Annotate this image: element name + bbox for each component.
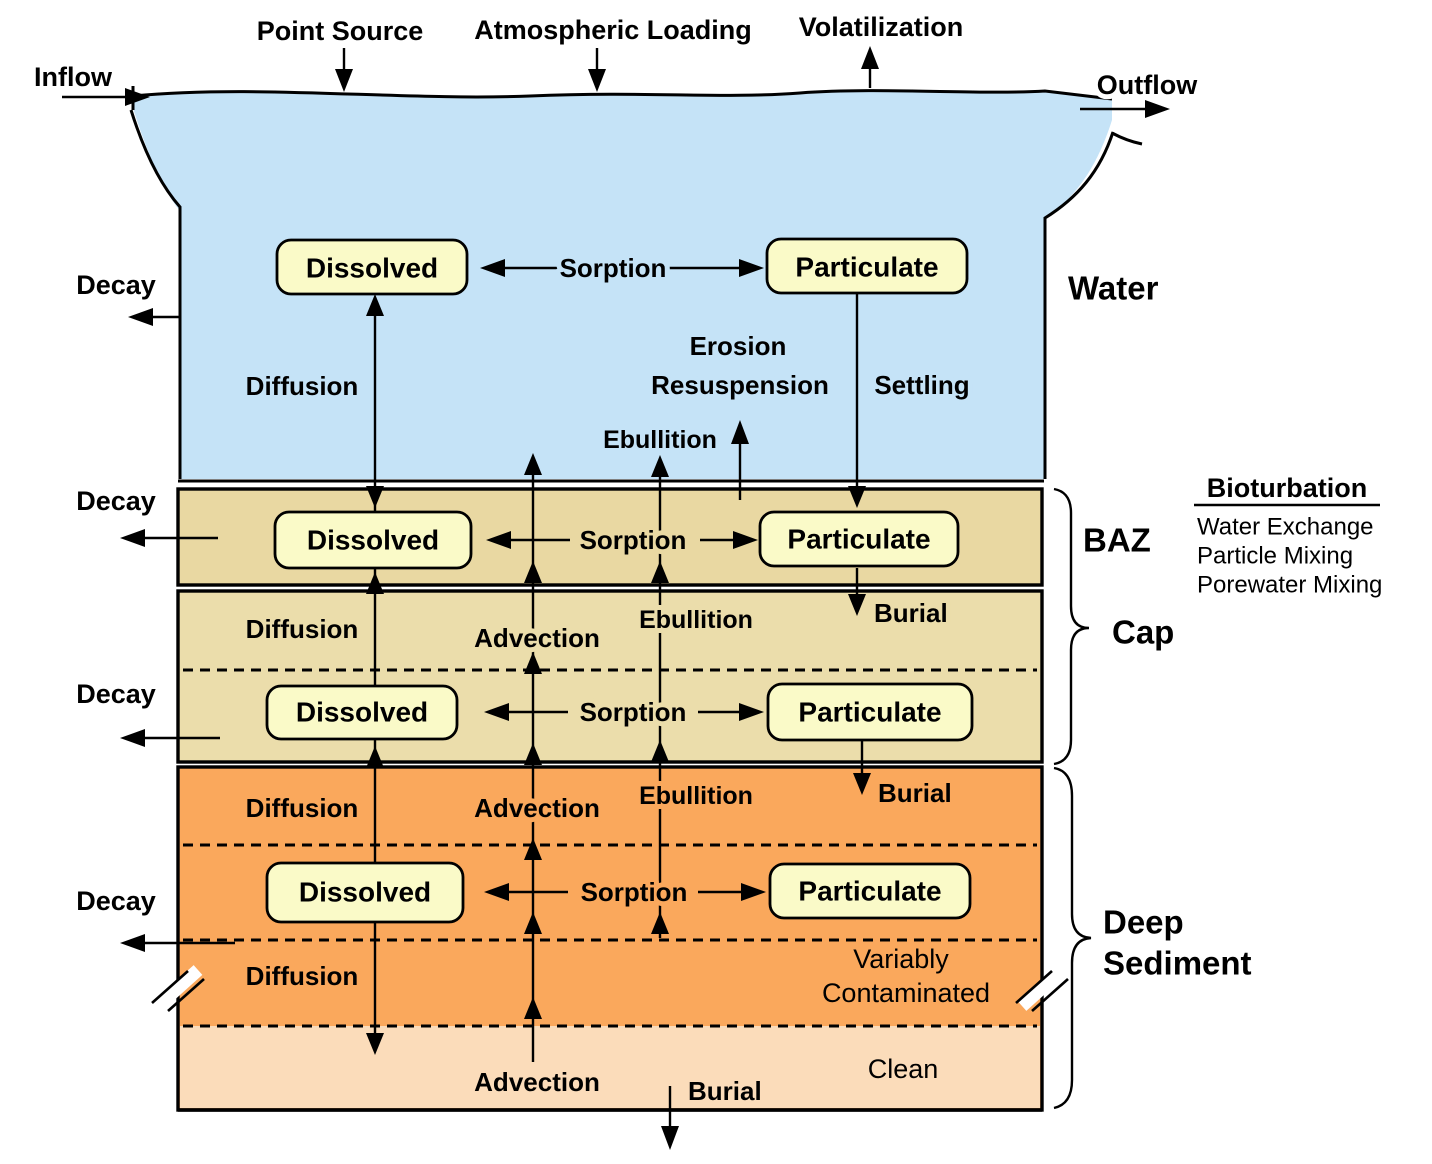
cap-diffusion-label: Diffusion	[246, 614, 359, 644]
cap-particulate-box	[766, 682, 974, 742]
baz-sorption-arrows	[486, 531, 758, 549]
water-particulate-label: Particulate	[795, 252, 938, 283]
left-bank-line	[129, 109, 182, 479]
cap-title: Cap	[1112, 614, 1174, 651]
inflow-label: Inflow	[34, 62, 113, 92]
water-particulate-box	[765, 237, 969, 295]
baz-particulate-label: Particulate	[787, 524, 930, 555]
bioturbation-item-2: Particle Mixing	[1197, 543, 1353, 570]
cap-decay-arrow	[120, 729, 220, 747]
erosion-label: Erosion	[690, 331, 787, 361]
cap-sorption-label: Sorption	[580, 697, 687, 727]
right-strata-break	[1015, 965, 1069, 1012]
volatilization-arrow	[861, 46, 879, 88]
outflow-arrow	[1080, 100, 1170, 118]
water-diffusion-label: Diffusion	[246, 371, 359, 401]
bioturbation-item-1: Water Exchange	[1197, 514, 1374, 541]
deep-title-line2: Sediment	[1103, 945, 1252, 982]
deep-advection-label: Advection	[474, 793, 600, 823]
point-source-arrow	[335, 48, 353, 92]
cap-decay-label: Decay	[76, 679, 156, 709]
baz-cap-brace	[1053, 487, 1090, 766]
deep-burial-lower-label: Burial	[688, 1076, 762, 1106]
deep-particulate-label: Particulate	[798, 876, 941, 907]
deep-title-line1: Deep	[1103, 904, 1184, 941]
diffusion-column-arrows	[366, 294, 384, 1055]
water-fill	[133, 90, 1112, 480]
water-dissolved-box	[275, 238, 469, 296]
baz-dissolved-label: Dissolved	[307, 525, 439, 556]
advection-column-arrows	[524, 453, 542, 1062]
deep-diffusion-lower-label: Diffusion	[246, 961, 359, 991]
bottom-burial-arrow	[661, 1086, 679, 1150]
water-decay-label: Decay	[76, 270, 156, 300]
cap-burial-arrow	[853, 740, 871, 795]
inflow-arrow	[62, 88, 150, 106]
deep-decay-label: Decay	[76, 886, 156, 916]
deep-sorption-label: Sorption	[581, 877, 688, 907]
water-sorption-label: Sorption	[560, 253, 667, 283]
bioturbation-title: Bioturbation	[1207, 473, 1367, 503]
cap-burial-label: Burial	[878, 778, 952, 808]
point-source-label: Point Source	[257, 16, 424, 46]
settling-label: Settling	[874, 370, 969, 400]
outflow-lip-line	[1111, 131, 1143, 146]
cap-ebullition-label: Ebullition	[639, 606, 753, 634]
water-surface-line	[132, 89, 1113, 101]
deep-advection-lower-label: Advection	[474, 1067, 600, 1097]
deep-ebullition-label: Ebullition	[639, 782, 753, 810]
volatilization-label: Volatilization	[799, 12, 964, 42]
baz-sorption-label: Sorption	[580, 525, 687, 555]
water-decay-arrow	[128, 308, 180, 326]
contaminated-label: Contaminated	[822, 978, 990, 1008]
cap-dissolved-box	[265, 684, 459, 741]
water-sorption-arrows	[480, 259, 764, 277]
water-dissolved-label: Dissolved	[306, 253, 438, 284]
deep-dissolved-box	[265, 861, 465, 924]
deep-sediment-brace	[1053, 766, 1092, 1110]
deep-sorption-arrows	[484, 883, 766, 901]
settling-arrow	[848, 293, 866, 508]
baz-decay-label: Decay	[76, 486, 156, 516]
baz-dissolved-box	[273, 510, 473, 570]
bioturbation-item-3: Porewater Mixing	[1197, 572, 1382, 599]
left-strata-break	[151, 965, 205, 1012]
cap-dissolved-label: Dissolved	[296, 697, 428, 728]
erosion-resuspension-arrow	[731, 420, 749, 500]
clean-label: Clean	[868, 1054, 939, 1084]
baz-particulate-box	[758, 510, 960, 568]
atmospheric-loading-arrow	[588, 48, 606, 92]
deep-decay-arrow	[120, 934, 235, 952]
cap-advection-label: Advection	[474, 623, 600, 653]
water-title: Water	[1068, 270, 1159, 307]
deep-diffusion-label: Diffusion	[246, 793, 359, 823]
baz-burial-arrow	[848, 568, 866, 616]
atmospheric-loading-label: Atmospheric Loading	[474, 15, 752, 45]
cap-particulate-label: Particulate	[798, 697, 941, 728]
variably-label: Variably	[853, 944, 949, 974]
water-layer	[129, 86, 1143, 483]
cap-sorption-arrows	[484, 703, 764, 721]
baz-title: BAZ	[1083, 522, 1151, 559]
bioturbation-legend: Bioturbation Water Exchange Particle Mix…	[1192, 468, 1387, 604]
water-ebullition-label: Ebullition	[603, 426, 717, 454]
resuspension-label: Resuspension	[651, 370, 829, 400]
ebullition-column-arrows	[651, 455, 669, 938]
baz-burial-label: Burial	[874, 598, 948, 628]
clean-sediment-band	[180, 1026, 1040, 1108]
deep-dissolved-label: Dissolved	[299, 877, 431, 908]
baz-decay-arrow	[120, 529, 218, 547]
deep-particulate-box	[768, 862, 972, 920]
right-bank-line	[1043, 131, 1115, 479]
outflow-label: Outflow	[1097, 70, 1198, 100]
